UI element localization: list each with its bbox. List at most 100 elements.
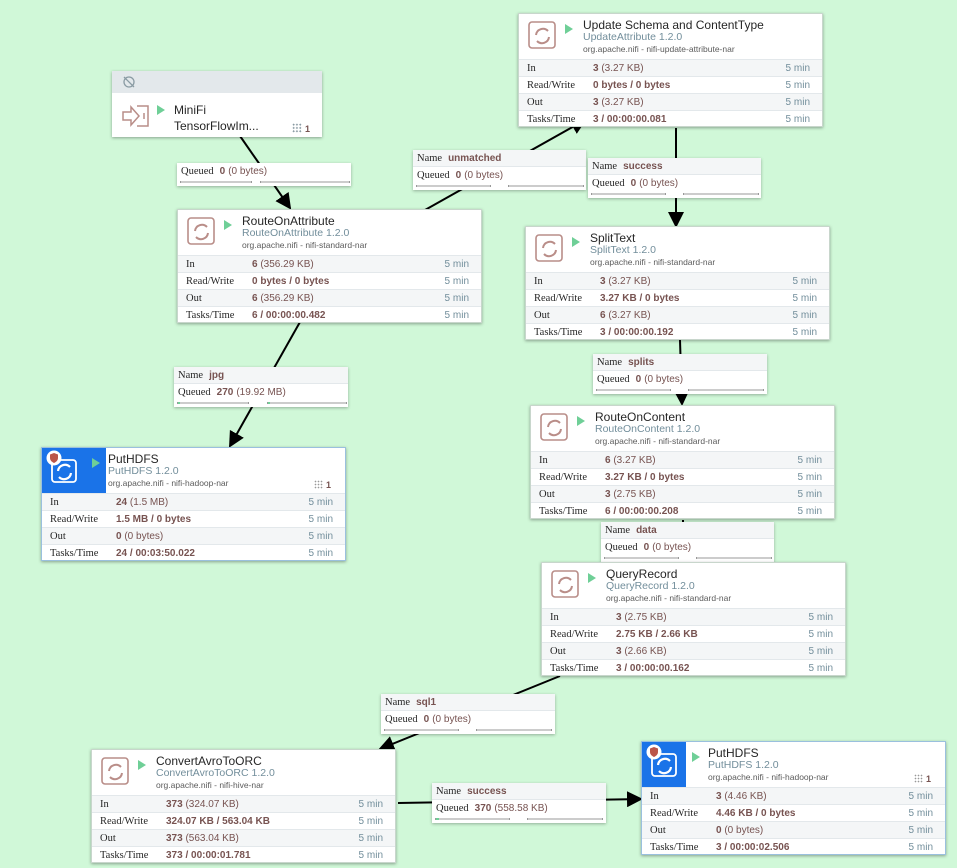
rpg-header bbox=[112, 71, 322, 93]
processor-query-record[interactable]: QueryRecord QueryRecord 1.2.0 org.apache… bbox=[541, 562, 846, 676]
processor-type: ConvertAvroToORC 1.2.0 bbox=[156, 767, 275, 779]
processor-name: PutHDFS bbox=[108, 452, 159, 466]
processor-puthdfs-2[interactable]: PutHDFS PutHDFS 1.2.0 org.apache.nifi - … bbox=[641, 741, 946, 855]
processor-type: UpdateAttribute 1.2.0 bbox=[583, 31, 683, 43]
queued-row: Queued 0 (0 bytes) bbox=[181, 165, 268, 177]
processor-type: SplitText 1.2.0 bbox=[590, 244, 656, 256]
processor-icon-selected bbox=[642, 742, 686, 787]
processor-name: ConvertAvroToORC bbox=[156, 754, 262, 768]
processor-bundle: org.apache.nifi - nifi-standard-nar bbox=[595, 436, 721, 446]
processor-icon bbox=[51, 459, 77, 483]
processor-update-schema[interactable]: Update Schema and ContentType UpdateAttr… bbox=[518, 13, 823, 127]
processor-icon bbox=[187, 217, 215, 245]
processor-route-on-attribute[interactable]: RouteOnAttribute RouteOnAttribute 1.2.0 … bbox=[177, 209, 482, 323]
processor-bundle: org.apache.nifi - nifi-hadoop-nar bbox=[108, 478, 229, 488]
processor-convert-avro-to-orc[interactable]: ConvertAvroToORC ConvertAvroToORC 1.2.0 … bbox=[91, 749, 396, 863]
active-threads-badge: 1 bbox=[313, 480, 331, 490]
processor-name: QueryRecord bbox=[606, 567, 678, 581]
processor-name: RouteOnContent bbox=[595, 410, 686, 424]
processor-icon-selected bbox=[42, 448, 106, 493]
connection-minifi-to-routeonattribute[interactable]: Queued 0 (0 bytes) bbox=[177, 163, 351, 186]
processor-name: SplitText bbox=[590, 231, 636, 245]
processor-bundle: org.apache.nifi - nifi-hadoop-nar bbox=[708, 772, 829, 782]
restricted-shield-icon bbox=[646, 744, 662, 760]
queue-progress-bars bbox=[180, 179, 350, 184]
processor-puthdfs-1[interactable]: PutHDFS PutHDFS 1.2.0 org.apache.nifi - … bbox=[41, 447, 346, 561]
remote-process-group-minifi[interactable]: MiniFi TensorFlowIm... 1 bbox=[112, 71, 322, 137]
processor-name: PutHDFS bbox=[708, 746, 759, 760]
processor-bundle: org.apache.nifi - nifi-update-attribute-… bbox=[583, 44, 735, 54]
rpg-name-line2: TensorFlowIm... bbox=[174, 119, 259, 133]
processor-bundle: org.apache.nifi - nifi-hive-nar bbox=[156, 780, 264, 790]
run-status-icon bbox=[138, 760, 146, 770]
processor-name: Update Schema and ContentType bbox=[583, 18, 764, 32]
queue-progress-bars bbox=[604, 555, 772, 560]
run-status-icon bbox=[92, 458, 100, 468]
rpg-name-line1: MiniFi bbox=[174, 103, 206, 117]
queue-progress-bars bbox=[596, 387, 764, 392]
processor-type: RouteOnAttribute 1.2.0 bbox=[242, 227, 350, 239]
processor-bundle: org.apache.nifi - nifi-standard-nar bbox=[606, 593, 732, 603]
processor-type: PutHDFS 1.2.0 bbox=[708, 759, 779, 771]
queue-progress-bars bbox=[435, 816, 603, 821]
run-status-icon bbox=[588, 573, 596, 583]
run-status-icon bbox=[565, 24, 573, 34]
processor-split-text[interactable]: SplitText SplitText 1.2.0 org.apache.nif… bbox=[525, 226, 830, 340]
processor-icon bbox=[651, 753, 677, 777]
queue-progress-bars bbox=[416, 183, 584, 188]
processor-route-on-content[interactable]: RouteOnContent RouteOnContent 1.2.0 org.… bbox=[530, 405, 835, 519]
processor-name: RouteOnAttribute bbox=[242, 214, 335, 228]
run-status-icon bbox=[692, 752, 700, 762]
grid-icon bbox=[313, 480, 323, 489]
processor-icon bbox=[528, 21, 556, 49]
processor-icon bbox=[540, 413, 568, 441]
